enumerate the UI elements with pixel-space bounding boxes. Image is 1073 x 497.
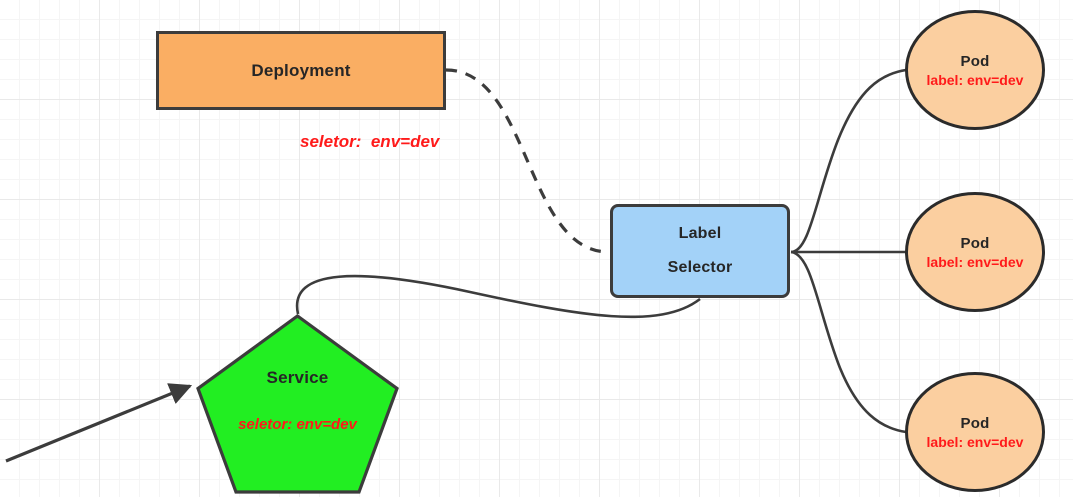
deployment-label: Deployment: [251, 60, 351, 80]
pod-3-label-caption: label: env=dev: [926, 433, 1024, 450]
pentagon-shape: [196, 314, 399, 494]
node-pod-2[interactable]: Pod label: env=dev: [905, 192, 1045, 312]
pod-1-label: Pod: [960, 52, 990, 70]
node-pod-1[interactable]: Pod label: env=dev: [905, 10, 1045, 130]
pod-2-label-caption: label: env=dev: [926, 253, 1024, 270]
node-label-selector[interactable]: Label Selector: [610, 204, 790, 298]
pod-1-label-caption: label: env=dev: [926, 71, 1024, 88]
pod-2-label: Pod: [960, 234, 990, 252]
label-selector-line-1: Label: [678, 225, 722, 242]
node-service[interactable]: Service seletor: env=dev: [195, 313, 400, 495]
edge-label-selector-to-pod-3: [790, 250, 907, 434]
node-deployment[interactable]: Deployment: [156, 31, 446, 110]
service-selector-caption: seletor: env=dev: [238, 416, 357, 433]
service-label: Service: [266, 368, 329, 387]
edge-label-selector-to-pod-1: [790, 68, 907, 254]
node-pod-3[interactable]: Pod label: env=dev: [905, 372, 1045, 492]
edge-deployment-to-label-selector: [445, 68, 610, 254]
edge-incoming-traffic-to-service: [5, 383, 193, 463]
deployment-selector-caption: seletor: env=dev: [300, 132, 440, 151]
pod-3-label: Pod: [960, 414, 990, 432]
label-selector-line-2: Selector: [667, 259, 733, 276]
